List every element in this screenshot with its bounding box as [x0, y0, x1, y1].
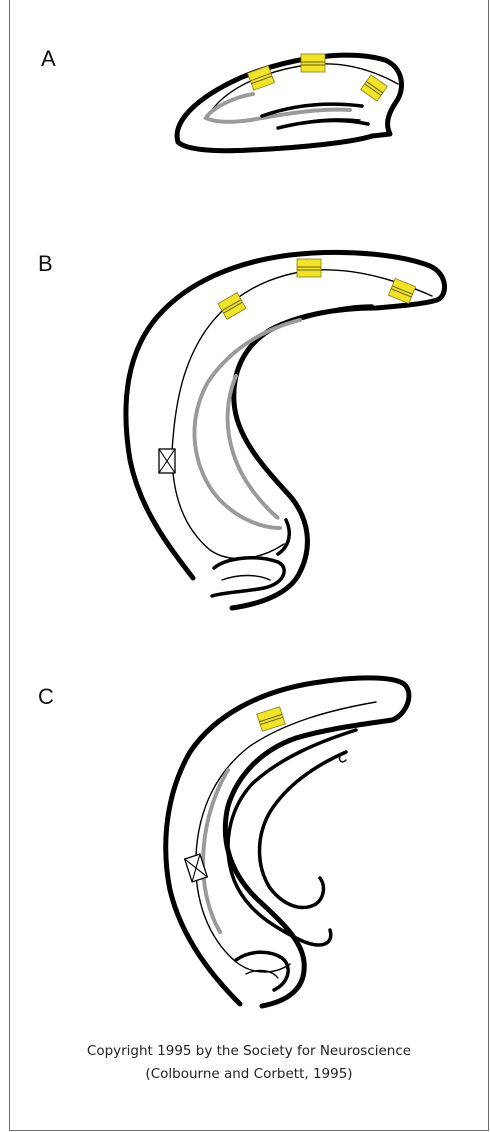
panel-a-dentate-lower	[278, 121, 368, 128]
panel-b-dentate-hook-3	[222, 576, 270, 581]
panel-a-ca1-dotted-layer	[206, 94, 350, 122]
citation-caption: (Colbourne and Corbett, 1995)	[9, 1063, 489, 1085]
copyright-caption: Copyright 1995 by the Society for Neuros…	[9, 1040, 489, 1062]
panel-c-electrode-1	[257, 707, 285, 732]
panel-a-electrode-2	[301, 54, 325, 72]
panel-label-a: A	[41, 46, 56, 72]
panel-c-ca1-dotted-layer	[203, 770, 228, 932]
panel-b-electrode-2	[297, 259, 321, 277]
panel-c-hippocampus	[166, 678, 409, 1006]
panel-label-b: B	[38, 251, 53, 277]
panel-b-electrode-1	[218, 293, 246, 320]
panel-b-dentate-hook-1	[278, 520, 289, 554]
panel-a-hippocampus	[177, 54, 401, 151]
panel-b-electrode-3	[388, 279, 415, 304]
panel-c-outer-outline	[166, 678, 409, 1006]
panel-b-hippocampus	[126, 252, 445, 608]
panel-c-dentate-outer	[228, 730, 356, 945]
panel-a-outer-outline	[177, 55, 401, 151]
panel-b-dentate-hook-2	[212, 558, 284, 596]
panel-c-dentate-inner	[260, 752, 347, 907]
panel-a-electrode-3	[361, 75, 388, 101]
panel-label-c: C	[38, 684, 54, 710]
panel-b-lesion-marker	[159, 449, 175, 473]
